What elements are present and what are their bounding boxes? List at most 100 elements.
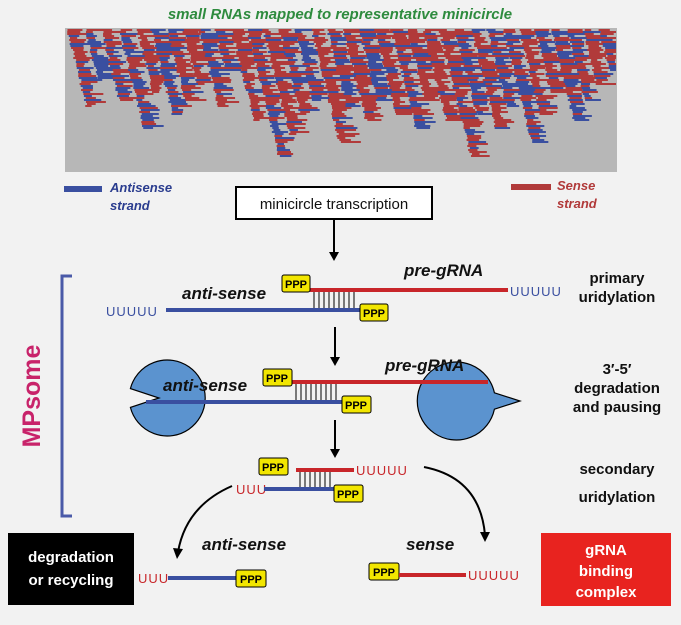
ppp-cap-antisense	[359, 303, 389, 322]
coverage-read	[347, 41, 362, 43]
coverage-read	[239, 67, 260, 69]
coverage-read	[361, 41, 371, 43]
coverage-read	[510, 53, 524, 55]
coverage-read	[602, 37, 616, 39]
coverage-read	[140, 35, 157, 37]
coverage-read	[335, 129, 357, 131]
coverage-read	[371, 81, 378, 83]
coverage-read	[511, 63, 522, 65]
coverage-read	[399, 65, 408, 67]
coverage-read	[217, 105, 229, 107]
coverage-read	[563, 73, 584, 75]
coverage-read	[78, 69, 91, 71]
coverage-read	[488, 35, 496, 37]
coverage-read	[183, 33, 201, 35]
coverage-read	[337, 137, 346, 139]
coverage-read	[417, 67, 433, 69]
degradation-box-line1: degradation	[28, 549, 114, 566]
coverage-read	[262, 89, 278, 91]
coverage-read	[529, 63, 541, 65]
coverage-read	[336, 69, 357, 71]
coverage-read	[473, 39, 485, 41]
arrow-step2-head	[330, 357, 340, 366]
coverage-read	[524, 115, 536, 117]
coverage-read	[463, 127, 470, 129]
coverage-read	[488, 95, 501, 97]
coverage-read	[461, 47, 469, 49]
antisense-uuu-tail-final: UUU	[138, 571, 169, 586]
coverage-read	[529, 75, 537, 77]
coverage-read	[502, 85, 523, 87]
coverage-read	[263, 31, 271, 33]
coverage-read	[494, 127, 511, 129]
coverage-read	[503, 29, 516, 31]
coverage-read	[81, 89, 93, 91]
coverage-read	[503, 91, 520, 93]
coverage-read	[105, 49, 114, 51]
coverage-read	[86, 37, 96, 39]
coverage-read	[526, 125, 545, 127]
coverage-read	[145, 63, 157, 65]
coverage-read	[576, 65, 586, 67]
coverage-read	[427, 39, 438, 41]
coverage-read	[595, 81, 603, 83]
coverage-read	[424, 29, 442, 31]
coverage-read	[106, 43, 122, 45]
coverage-read	[499, 75, 512, 77]
coverage-read	[372, 83, 388, 85]
coverage-read	[483, 81, 503, 83]
coverage-read	[86, 29, 106, 31]
grna-box-line1: gRNA	[585, 542, 627, 559]
coverage-read	[513, 75, 536, 77]
coverage-read	[556, 53, 572, 55]
coverage-read	[471, 153, 480, 155]
coverage-read	[217, 39, 240, 41]
coverage-read	[492, 115, 502, 117]
step-label-3-5: 3′-5′	[603, 361, 632, 378]
coverage-read	[198, 83, 205, 85]
coverage-read	[165, 85, 178, 87]
coverage-read	[252, 43, 265, 45]
coverage-read	[310, 93, 328, 95]
coverage-read	[445, 51, 461, 53]
coverage-read	[356, 87, 364, 89]
coverage-read	[417, 65, 437, 67]
coverage-read	[464, 63, 473, 65]
coverage-read	[256, 63, 266, 65]
arrow-to-sense	[423, 466, 486, 536]
coverage-read	[572, 43, 585, 45]
coverage-read	[206, 51, 226, 53]
coverage-read	[301, 51, 321, 53]
coverage-read	[122, 45, 136, 47]
coverage-read	[440, 33, 457, 35]
coverage-read	[444, 113, 458, 115]
coverage-read	[421, 89, 441, 91]
coverage-read	[608, 63, 616, 65]
coverage-read	[610, 69, 616, 71]
coverage-read	[224, 63, 247, 65]
coverage-read	[411, 107, 422, 109]
coverage-read	[440, 101, 450, 103]
coverage-read	[187, 41, 200, 43]
coverage-read	[559, 59, 580, 61]
coverage-read	[216, 103, 226, 105]
coverage-read	[408, 37, 420, 39]
coverage-read	[249, 97, 266, 99]
coverage-read	[546, 79, 560, 81]
coverage-read	[426, 41, 441, 43]
coverage-read	[448, 61, 467, 63]
coverage-read	[459, 113, 478, 115]
coverage-read	[336, 65, 353, 67]
coverage-read	[219, 49, 229, 51]
coverage-read	[452, 87, 460, 89]
coverage-read	[584, 29, 592, 31]
coverage-read	[286, 125, 295, 127]
coverage-read	[150, 79, 173, 81]
coverage-read	[494, 119, 512, 121]
coverage-read	[596, 79, 608, 81]
coverage-read	[464, 129, 476, 131]
coverage-read	[417, 71, 426, 73]
coverage-read	[175, 57, 183, 59]
coverage-read	[473, 105, 480, 107]
coverage-read	[69, 37, 78, 39]
